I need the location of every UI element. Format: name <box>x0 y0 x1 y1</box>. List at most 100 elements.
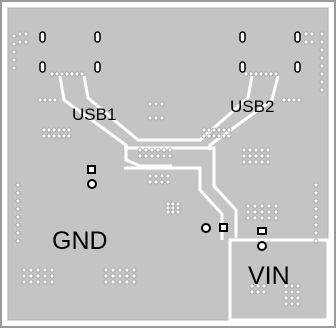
via <box>15 238 21 244</box>
via <box>117 279 123 285</box>
via <box>131 279 137 285</box>
via <box>247 147 253 153</box>
via <box>153 115 159 121</box>
via <box>66 127 72 133</box>
via <box>313 182 319 188</box>
via <box>42 273 48 279</box>
via <box>103 267 109 273</box>
via <box>35 273 41 279</box>
via <box>28 279 34 285</box>
via <box>147 173 153 179</box>
via <box>131 273 137 279</box>
connector-slot <box>239 61 246 73</box>
via <box>159 115 165 121</box>
via <box>35 279 41 285</box>
via <box>147 101 153 107</box>
via <box>74 71 80 77</box>
via <box>261 283 267 289</box>
connector-slot <box>39 31 46 43</box>
via <box>11 57 17 63</box>
via <box>175 201 181 207</box>
via <box>41 127 47 133</box>
via <box>221 133 227 139</box>
via-field <box>11 31 325 307</box>
via <box>28 267 34 273</box>
via <box>17 31 23 37</box>
via <box>273 215 279 221</box>
via <box>253 159 259 165</box>
via <box>51 127 57 133</box>
via <box>241 153 247 159</box>
connector-slot <box>294 31 301 43</box>
via <box>143 147 149 153</box>
via <box>259 153 265 159</box>
via <box>273 71 279 77</box>
via <box>241 147 247 153</box>
via <box>161 153 167 159</box>
via <box>165 179 171 185</box>
via <box>247 159 253 165</box>
center-power-trace-inner <box>124 166 224 240</box>
via <box>266 209 272 215</box>
via <box>137 153 143 159</box>
via <box>124 267 130 273</box>
gnd-label: GND <box>52 227 108 255</box>
via <box>266 203 272 209</box>
via <box>252 215 258 221</box>
via <box>211 133 217 139</box>
vin-label: VIN <box>248 262 290 290</box>
via <box>147 179 153 185</box>
via <box>263 71 269 77</box>
via <box>283 289 289 295</box>
via <box>124 279 130 285</box>
via <box>165 205 171 211</box>
via <box>56 127 62 133</box>
solder-pad <box>87 165 96 174</box>
via <box>11 33 17 39</box>
via <box>15 182 21 188</box>
via <box>165 173 171 179</box>
via <box>54 71 60 77</box>
via <box>137 147 143 153</box>
via <box>245 215 251 221</box>
via <box>15 198 21 204</box>
via <box>273 203 279 209</box>
via <box>21 267 27 273</box>
via <box>21 279 27 285</box>
via <box>42 267 48 273</box>
via <box>289 283 295 289</box>
via <box>268 71 274 77</box>
via <box>313 230 319 236</box>
via <box>313 222 319 228</box>
via <box>28 273 34 279</box>
via <box>124 273 130 279</box>
via <box>23 39 29 45</box>
via <box>49 279 55 285</box>
via <box>37 97 43 103</box>
via <box>15 206 21 212</box>
via <box>11 41 17 47</box>
connector-slot <box>239 31 246 43</box>
via <box>243 71 249 77</box>
via <box>252 209 258 215</box>
via <box>11 49 17 55</box>
via <box>35 267 41 273</box>
via <box>283 295 289 301</box>
pad-field <box>87 165 267 251</box>
usb1-label: USB1 <box>72 105 117 124</box>
via <box>273 209 279 215</box>
via <box>56 133 62 139</box>
via <box>110 273 116 279</box>
via <box>319 47 325 53</box>
via <box>241 159 247 165</box>
via <box>309 39 315 45</box>
via <box>17 39 23 45</box>
via <box>49 71 55 77</box>
via <box>79 71 85 77</box>
via <box>253 147 259 153</box>
via <box>161 147 167 153</box>
via <box>265 147 271 153</box>
via <box>259 147 265 153</box>
via <box>289 289 295 295</box>
via <box>296 97 302 103</box>
